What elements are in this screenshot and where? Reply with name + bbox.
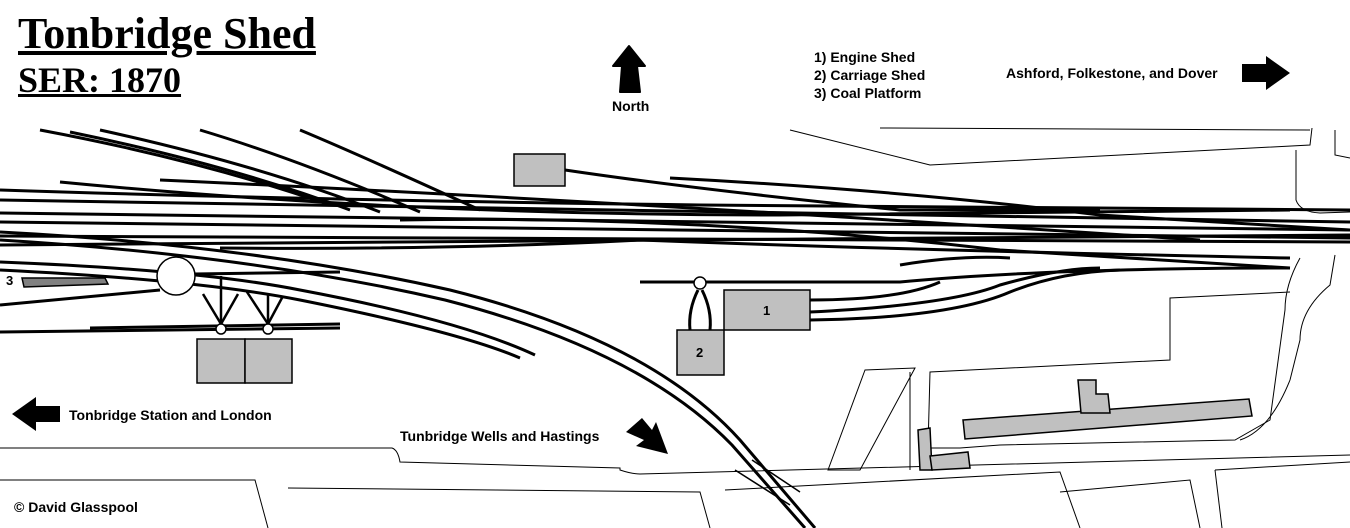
north-building [513, 153, 566, 187]
east-arrow-icon [1242, 56, 1290, 90]
southeast-arrow-icon [626, 418, 668, 454]
small-turntable-west-1 [215, 323, 227, 335]
carriage-shed [676, 329, 725, 376]
turntables [156, 256, 707, 335]
hastings-branch [0, 230, 817, 528]
coal-platform-number: 3 [6, 273, 13, 288]
north-label: North [612, 98, 650, 114]
west-arrow-icon [12, 397, 60, 431]
west-shed-left [196, 338, 246, 384]
legend-item-carriage-shed: 2) Carriage Shed [814, 67, 926, 83]
legend: 1) Engine Shed 2) Carriage Shed 3) Coal … [814, 48, 925, 102]
main-line-tracks [0, 168, 1350, 270]
small-turntable-west-2 [262, 323, 274, 335]
small-turntable-shed [693, 276, 707, 290]
legend-item-engine-shed: 1) Engine Shed [814, 49, 916, 65]
small-building-c [929, 451, 971, 471]
map-title: Tonbridge Shed [18, 9, 316, 58]
north-arrow-icon [612, 45, 646, 93]
map-subtitle: SER: 1870 [18, 60, 182, 100]
north-west-lines [39, 128, 481, 214]
road-outlines [0, 127, 1350, 528]
west-shed-right [244, 338, 293, 384]
destination-south-label: Tunbridge Wells and Hastings [400, 428, 600, 444]
destination-west-label: Tonbridge Station and London [69, 407, 272, 423]
long-building [962, 398, 1253, 440]
legend-item-coal-platform: 3) Coal Platform [814, 85, 922, 101]
engine-shed [723, 289, 811, 331]
bridge-marks [734, 459, 801, 506]
large-turntable [156, 256, 196, 296]
engine-shed-number: 1 [763, 303, 770, 318]
small-building-b [917, 427, 933, 471]
shed-yard-tracks [640, 255, 1291, 331]
coal-platform [21, 277, 110, 288]
destination-east-label: Ashford, Folkestone, and Dover [1006, 65, 1218, 81]
turntable-fan-tracks [201, 276, 285, 325]
small-building-a [1077, 379, 1111, 414]
carriage-shed-number: 2 [696, 345, 703, 360]
buildings [21, 153, 1253, 471]
copyright-label: © David Glasspool [14, 499, 138, 515]
